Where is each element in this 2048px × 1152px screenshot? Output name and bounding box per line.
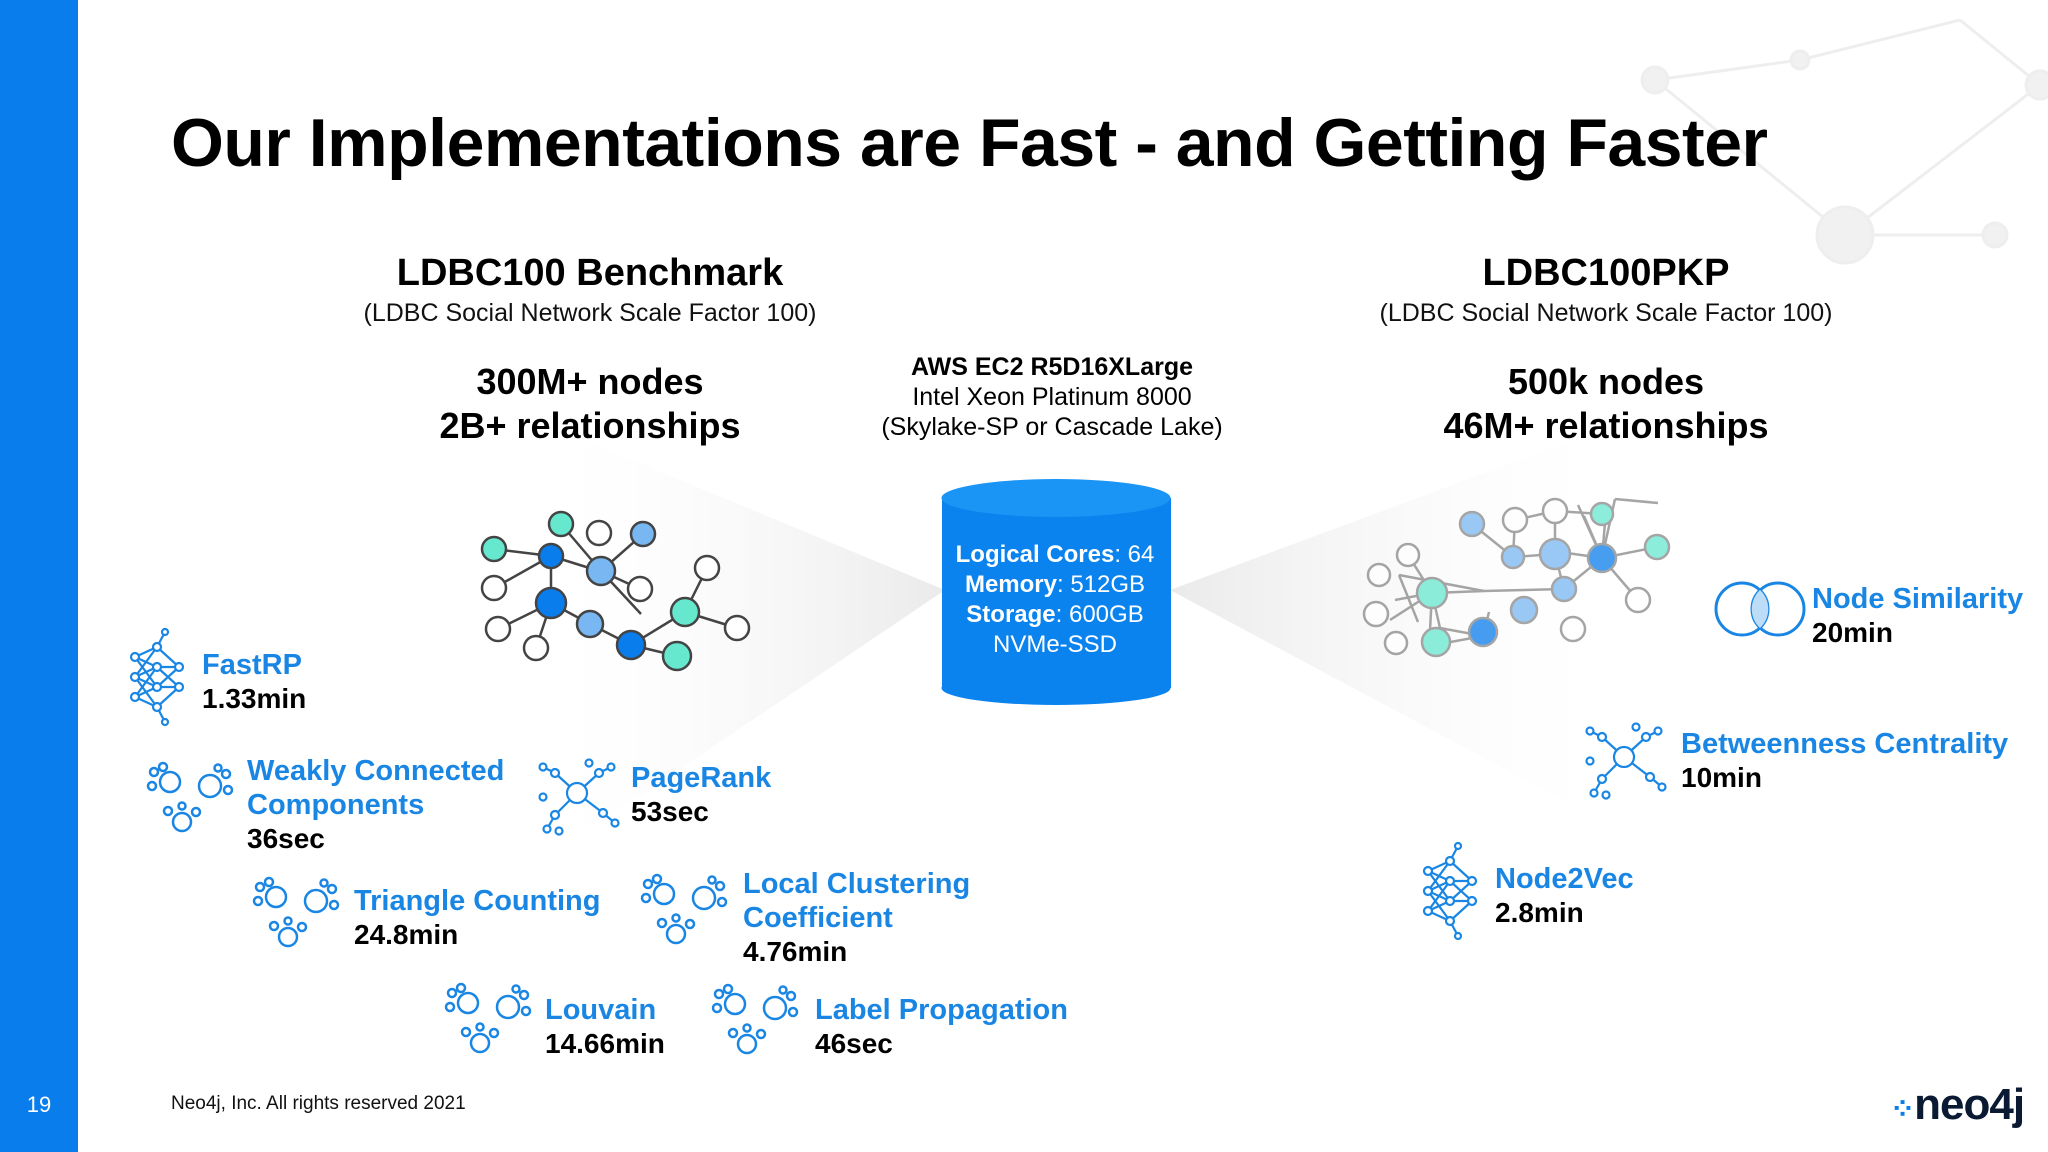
storage-value: : 600GB xyxy=(1055,601,1144,628)
cpu-detail: (Skylake-SP or Cascade Lake) xyxy=(881,413,1223,441)
algo-time: 14.66min xyxy=(545,1028,665,1059)
accent-sidebar xyxy=(0,0,78,1152)
footer-copyright: Neo4j, Inc. All rights reserved 2021 xyxy=(171,1093,466,1114)
algo-label-propagation: Label Propagation 46sec xyxy=(815,993,1068,1061)
algo-name: Node2Vec xyxy=(1495,863,1634,895)
fastrp-icon xyxy=(129,627,185,727)
left-dataset-title: LDBC100 Benchmark xyxy=(396,252,784,294)
right-dataset-subtitle: (LDBC Social Network Scale Factor 100) xyxy=(1379,299,1833,327)
betweenness-icon xyxy=(1585,722,1667,800)
algo-name: FastRP xyxy=(202,649,302,681)
algo-name: Local Clustering xyxy=(743,868,971,900)
algo-name: Node Similarity xyxy=(1812,583,2024,615)
left-dataset-subtitle: (LDBC Social Network Scale Factor 100) xyxy=(363,299,817,327)
node-similarity-icon xyxy=(1714,581,1806,637)
algo-betweenness: Betweenness Centrality 10min xyxy=(1681,727,2008,795)
memory-value: : 512GB xyxy=(1056,571,1146,598)
algo-time: 36sec xyxy=(247,823,325,854)
storage-label: Storage xyxy=(966,601,1056,628)
algo-name: Label Propagation xyxy=(815,994,1068,1026)
right-relationships: 46M+ relationships xyxy=(1443,405,1769,446)
algo-louvain: Louvain 14.66min xyxy=(545,993,665,1061)
cores-value: : 64 xyxy=(1114,541,1155,568)
algo-name-line2: Components xyxy=(247,789,425,821)
algo-name: Betweenness Centrality xyxy=(1681,728,2009,760)
left-graph-icon xyxy=(480,510,751,672)
right-dataset-stats: 500k nodes 46M+ relationships xyxy=(1356,360,1856,448)
pagerank-icon xyxy=(538,758,620,836)
right-nodes: 500k nodes xyxy=(1507,361,1705,402)
left-dataset-stats: 300M+ nodes 2B+ relationships xyxy=(340,360,840,448)
logo-dots-icon: ⁘ xyxy=(1890,1093,1915,1126)
label-propagation-icon xyxy=(711,983,799,1055)
algo-fastrp: FastRP 1.33min xyxy=(202,648,306,716)
algo-time: 4.76min xyxy=(743,936,848,967)
algo-time: 46sec xyxy=(815,1028,893,1059)
algo-lcc: Local Clustering Coefficient 4.76min xyxy=(743,867,970,969)
cores-label: Logical Cores xyxy=(955,541,1115,568)
algo-name: Louvain xyxy=(545,994,657,1026)
database-cylinder-icon xyxy=(941,479,1171,705)
lcc-icon xyxy=(640,873,728,945)
algo-time: 2.8min xyxy=(1495,897,1584,928)
algo-node2vec: Node2Vec 2.8min xyxy=(1495,862,1634,930)
algo-time: 10min xyxy=(1681,762,1762,793)
algo-time: 20min xyxy=(1812,617,1893,648)
right-graph-icon xyxy=(1362,497,1671,658)
algo-name: Triangle Counting xyxy=(354,885,601,917)
neo4j-logo: ⁘neo4j xyxy=(1890,1080,2025,1130)
database-specs: Logical Cores: 64 Memory: 512GB Storage:… xyxy=(940,540,1170,660)
algo-time: 24.8min xyxy=(354,919,459,950)
decorative-network xyxy=(1640,18,2048,265)
algo-pagerank: PageRank 53sec xyxy=(631,761,771,829)
cpu-model: Intel Xeon Platinum 8000 xyxy=(912,383,1192,411)
storage-type: NVMe-SSD xyxy=(992,631,1118,658)
wcc-icon xyxy=(146,761,234,833)
slide-number: 19 xyxy=(26,1092,52,1117)
louvain-icon xyxy=(444,982,532,1054)
left-funnel xyxy=(560,430,945,850)
node2vec-icon xyxy=(1422,841,1478,941)
slide-title: Our Implementations are Fast - and Getti… xyxy=(171,105,1768,181)
algo-name: PageRank xyxy=(631,762,772,794)
triangle-counting-icon xyxy=(252,876,340,948)
right-dataset-title: LDBC100PKP xyxy=(1482,252,1730,294)
left-nodes: 300M+ nodes xyxy=(476,361,704,402)
logo-text: neo4j xyxy=(1914,1080,2025,1129)
algo-time: 1.33min xyxy=(202,683,307,714)
algo-time: 53sec xyxy=(631,796,709,827)
algo-node-similarity: Node Similarity 20min xyxy=(1812,582,2023,650)
memory-label: Memory xyxy=(964,571,1057,598)
algo-name: Weakly Connected xyxy=(247,755,505,787)
algo-name-line2: Coefficient xyxy=(743,902,893,934)
left-relationships: 2B+ relationships xyxy=(439,405,741,446)
hardware-spec: AWS EC2 R5D16XLarge Intel Xeon Platinum … xyxy=(852,352,1252,442)
instance-type: AWS EC2 R5D16XLarge xyxy=(910,353,1194,381)
algo-triangle-counting: Triangle Counting 24.8min xyxy=(354,884,601,952)
algo-wcc: Weakly Connected Components 36sec xyxy=(247,754,504,856)
right-funnel xyxy=(1170,430,1600,820)
